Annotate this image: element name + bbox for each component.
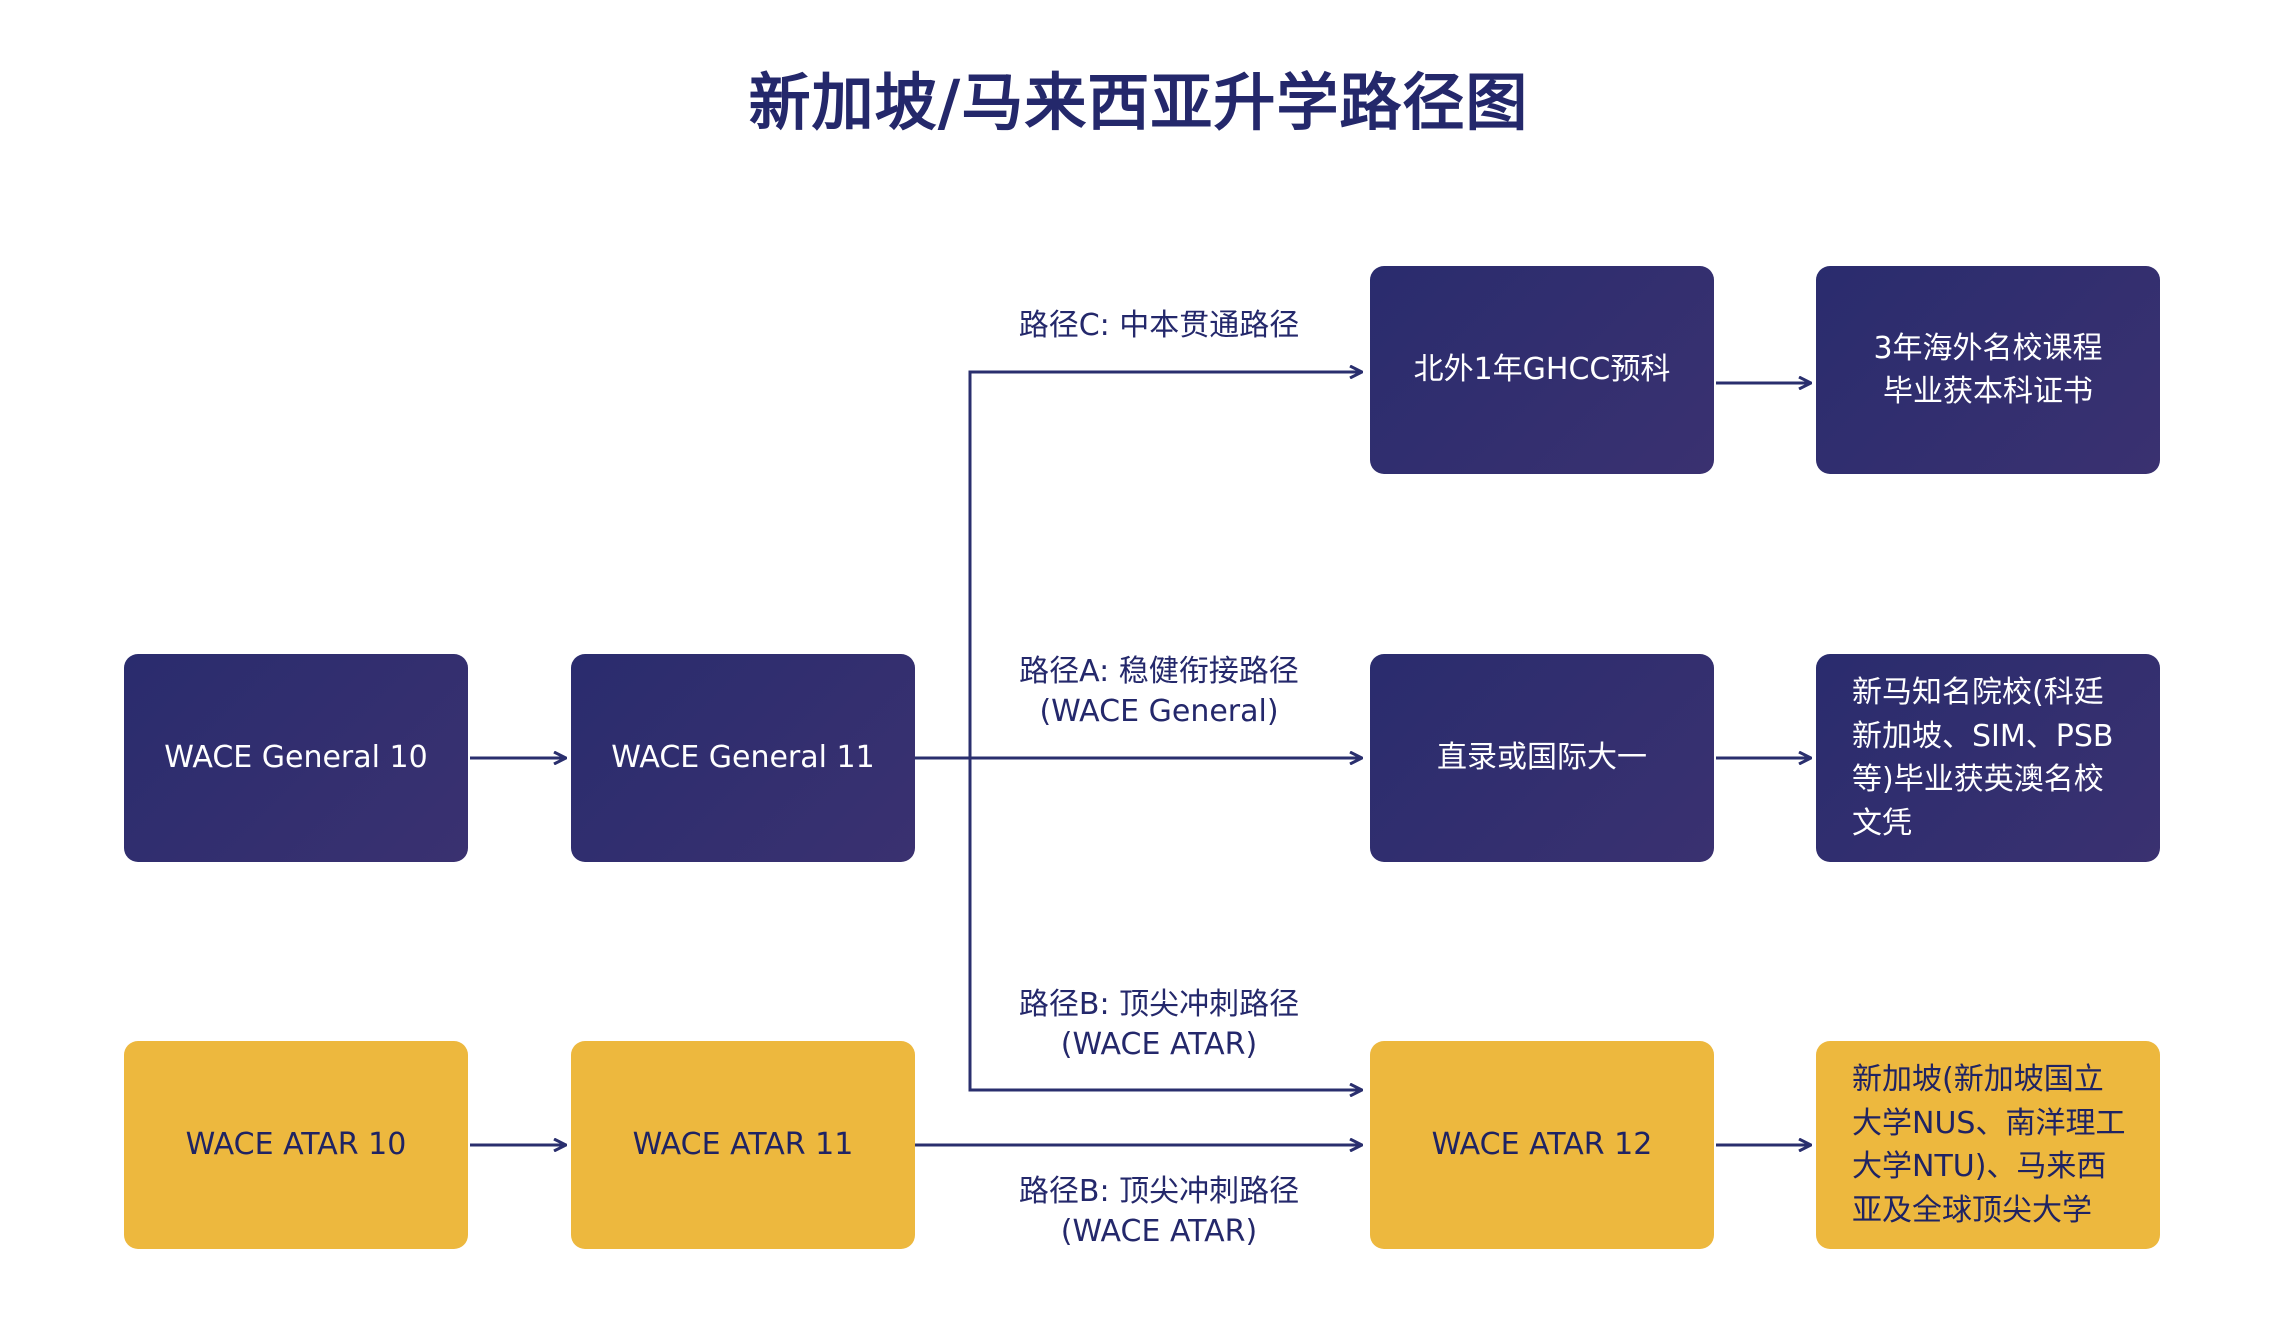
box-label: WACE ATAR 11 bbox=[632, 1127, 854, 1163]
label-line: 路径C: 中本贯通路径 bbox=[1018, 308, 1300, 343]
box-label: WACE ATAR 12 bbox=[1431, 1127, 1653, 1163]
box-direct-entry: 直录或国际大一 bbox=[1370, 654, 1714, 862]
label-line: 路径A: 稳健衔接路径 bbox=[1019, 654, 1299, 689]
box-label: WACE General 10 bbox=[164, 740, 428, 776]
label-line: 路径B: 顶尖冲刺路径 bbox=[1018, 987, 1300, 1022]
box-label: WACE ATAR 10 bbox=[185, 1127, 407, 1163]
label-line: 路径B: 顶尖冲刺路径 bbox=[1018, 1174, 1300, 1209]
box-label: WACE General 11 bbox=[611, 740, 875, 776]
label-path-b-upper: 路径B: 顶尖冲刺路径 (WACE ATAR) bbox=[949, 985, 1369, 1064]
label-path-a: 路径A: 稳健衔接路径 (WACE General) bbox=[949, 652, 1369, 731]
box-wace-atar-12: WACE ATAR 12 bbox=[1370, 1041, 1714, 1249]
box-wace-atar-10: WACE ATAR 10 bbox=[124, 1041, 468, 1249]
box-label: 3年海外名校课程 毕业获本科证书 bbox=[1873, 330, 2103, 410]
box-overseas-degree: 3年海外名校课程 毕业获本科证书 bbox=[1816, 266, 2160, 474]
box-wace-atar-11: WACE ATAR 11 bbox=[571, 1041, 915, 1249]
box-label: 直录或国际大一 bbox=[1437, 740, 1647, 776]
box-label: 新马知名院校(科廷 新加坡、SIM、PSB 等)毕业获英澳名校 文凭 bbox=[1852, 675, 2114, 841]
page-title: 新加坡/马来西亚升学路径图 bbox=[748, 66, 1529, 139]
box-wace-general-11: WACE General 11 bbox=[571, 654, 915, 862]
box-sgmy-schools: 新马知名院校(科廷 新加坡、SIM、PSB 等)毕业获英澳名校 文凭 bbox=[1816, 654, 2160, 862]
box-ghcc-foundation: 北外1年GHCC预科 bbox=[1370, 266, 1714, 474]
arrow-branch-to-ghcc bbox=[968, 372, 1361, 758]
label-line: (WACE ATAR) bbox=[1060, 1026, 1258, 1062]
label-path-b-lower: 路径B: 顶尖冲刺路径 (WACE ATAR) bbox=[949, 1172, 1369, 1251]
label-line: (WACE General) bbox=[1039, 693, 1279, 729]
box-top-universities: 新加坡(新加坡国立 大学NUS、南洋理工 大学NTU)、马来西 亚及全球顶尖大学 bbox=[1816, 1041, 2160, 1249]
box-label: 新加坡(新加坡国立 大学NUS、南洋理工 大学NTU)、马来西 亚及全球顶尖大学 bbox=[1852, 1062, 2126, 1228]
box-label: 北外1年GHCC预科 bbox=[1413, 352, 1671, 388]
arrow-branch-to-atar12 bbox=[968, 758, 1361, 1090]
box-wace-general-10: WACE General 10 bbox=[124, 654, 468, 862]
label-line: (WACE ATAR) bbox=[1060, 1213, 1258, 1249]
label-path-c: 路径C: 中本贯通路径 bbox=[949, 306, 1369, 346]
